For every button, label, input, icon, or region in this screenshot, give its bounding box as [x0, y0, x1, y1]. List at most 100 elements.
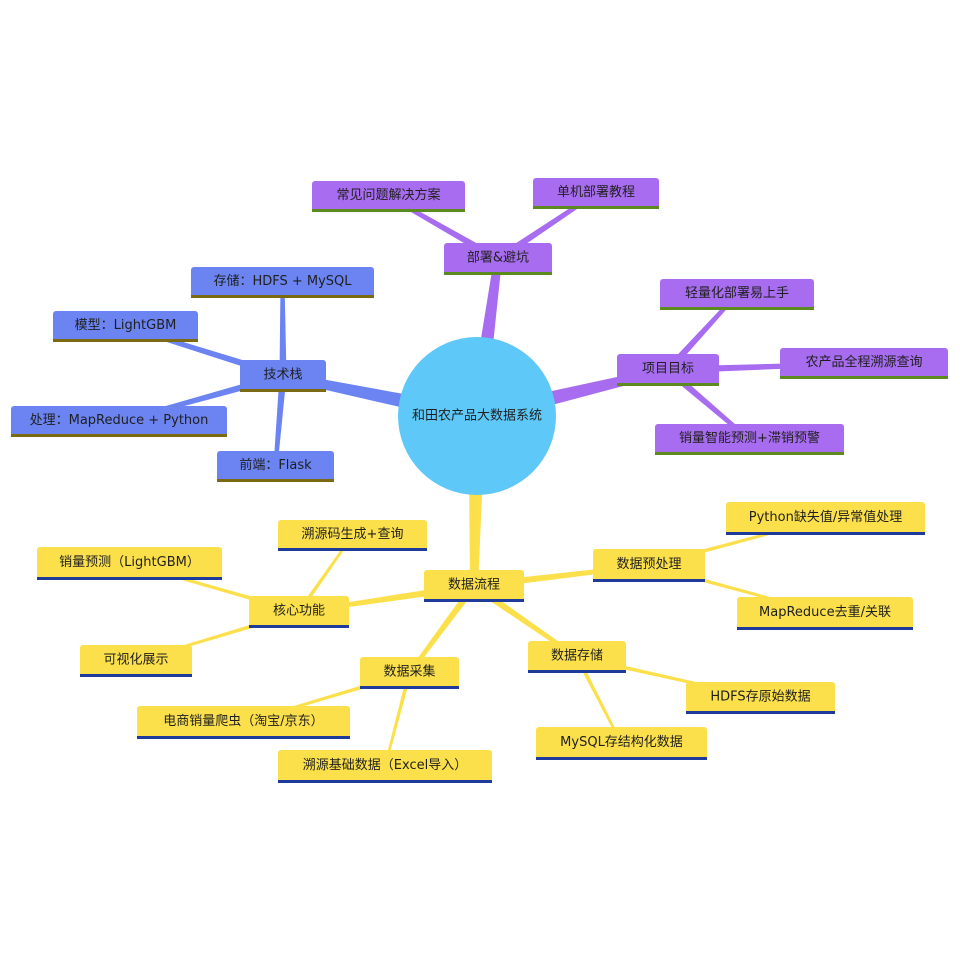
- branch-node-deploy-label: 部署&避坑: [467, 251, 529, 266]
- topic-node-goal-2[interactable]: 销量智能预测+滞销预警: [655, 424, 844, 455]
- root-node[interactable]: 和田农产品大数据系统: [398, 337, 556, 495]
- subtopic-node-flow-0-0-box: [278, 520, 427, 551]
- subtopic-node-flow-2-0[interactable]: HDFS存原始数据: [686, 682, 835, 714]
- subtopic-node-flow-1-1-underline: [278, 780, 492, 783]
- subtopic-node-flow-1-0[interactable]: 电商销量爬虫（淘宝/京东）: [137, 706, 350, 739]
- topic-node-deploy-0-underline: [312, 209, 465, 212]
- subtopic-node-flow-3-1-box: [737, 597, 913, 630]
- topic-node-tech-3[interactable]: 前端：Flask: [217, 451, 334, 482]
- subtopic-node-flow-3-1[interactable]: MapReduce去重/关联: [737, 597, 913, 630]
- branch-node-flow-underline: [424, 599, 524, 602]
- topic-node-goal-2-underline: [655, 452, 844, 455]
- topic-node-flow-2-box: [528, 641, 626, 673]
- subtopic-node-flow-1-0-underline: [137, 736, 350, 739]
- branch-node-deploy-underline: [444, 272, 552, 275]
- topic-node-flow-1[interactable]: 数据采集: [360, 657, 459, 689]
- connector-flow-1: [407, 583, 477, 675]
- connector-flow-0-0: [297, 534, 354, 614]
- subtopic-node-flow-0-2[interactable]: 可视化展示: [80, 645, 192, 677]
- root-node-circle: [398, 337, 556, 495]
- subtopic-node-flow-1-0-box: [137, 706, 350, 739]
- connector-tech-3: [273, 375, 287, 467]
- topic-node-tech-2[interactable]: 处理：MapReduce + Python: [11, 406, 227, 437]
- branch-node-goal-underline: [617, 383, 719, 386]
- topic-node-flow-2-label: 数据存储: [551, 649, 603, 664]
- topic-node-goal-0-box: [660, 279, 814, 310]
- topic-node-deploy-1[interactable]: 单机部署教程: [533, 178, 659, 209]
- subtopic-node-flow-2-1-box: [536, 727, 707, 760]
- subtopic-node-flow-0-0-label: 溯源码生成+查询: [302, 526, 404, 542]
- topic-node-flow-0[interactable]: 核心功能: [249, 596, 349, 628]
- subtopic-node-flow-3-1-underline: [737, 627, 913, 630]
- topic-node-goal-0-label: 轻量化部署易上手: [685, 286, 789, 301]
- subtopic-node-flow-0-2-underline: [80, 674, 192, 677]
- topic-node-flow-2-underline: [528, 670, 626, 673]
- subtopic-node-flow-0-2-label: 可视化展示: [103, 653, 168, 668]
- topic-node-tech-2-box: [11, 406, 227, 437]
- branch-node-flow[interactable]: 数据流程: [424, 570, 524, 602]
- subtopic-node-flow-2-1-label: MySQL存结构化数据: [560, 735, 683, 750]
- subtopic-node-flow-0-0-underline: [278, 548, 427, 551]
- topic-node-flow-1-box: [360, 657, 459, 689]
- subtopic-node-flow-3-1-label: MapReduce去重/关联: [759, 604, 891, 620]
- subtopic-node-flow-3-0-box: [726, 502, 925, 535]
- topic-node-tech-1-box: [53, 311, 198, 342]
- topic-node-flow-2[interactable]: 数据存储: [528, 641, 626, 673]
- connector-goal-0: [665, 293, 739, 373]
- topic-node-flow-0-label: 核心功能: [273, 604, 325, 619]
- connector-flow-1-1: [383, 672, 412, 767]
- topic-node-deploy-0-label: 常见问题解决方案: [336, 187, 440, 203]
- topic-node-deploy-1-box: [533, 178, 659, 209]
- branch-node-deploy[interactable]: 部署&避坑: [444, 243, 552, 275]
- topic-node-flow-3-label: 数据预处理: [616, 557, 681, 572]
- topic-node-tech-3-box: [217, 451, 334, 482]
- topic-node-goal-1[interactable]: 农产品全程溯源查询: [780, 348, 948, 379]
- subtopic-node-flow-1-1[interactable]: 溯源基础数据（Excel导入）: [278, 750, 492, 783]
- topic-node-flow-3[interactable]: 数据预处理: [593, 549, 705, 582]
- subtopic-node-flow-0-1-underline: [37, 577, 222, 580]
- topic-node-goal-1-box: [780, 348, 948, 379]
- subtopic-node-flow-2-0-underline: [686, 711, 835, 714]
- branch-node-goal[interactable]: 项目目标: [617, 354, 719, 386]
- subtopic-node-flow-0-2-box: [80, 645, 192, 677]
- branch-node-flow-box: [424, 570, 524, 602]
- subtopic-node-flow-1-1-label: 溯源基础数据（Excel导入）: [303, 757, 467, 773]
- subtopic-node-flow-2-1[interactable]: MySQL存结构化数据: [536, 727, 707, 760]
- topic-node-deploy-0[interactable]: 常见问题解决方案: [312, 181, 465, 212]
- branch-node-tech[interactable]: 技术栈: [240, 360, 326, 392]
- subtopic-node-flow-3-0[interactable]: Python缺失值/异常值处理: [726, 502, 925, 535]
- subtopic-node-flow-2-1-underline: [536, 757, 707, 760]
- topic-node-tech-1[interactable]: 模型：LightGBM: [53, 311, 198, 342]
- topic-node-flow-3-underline: [593, 579, 705, 582]
- branch-node-tech-label: 技术栈: [263, 368, 302, 383]
- topic-node-flow-1-label: 数据采集: [383, 664, 435, 680]
- branch-node-deploy-box: [444, 243, 552, 275]
- topic-node-goal-0[interactable]: 轻量化部署易上手: [660, 279, 814, 310]
- topic-node-flow-1-underline: [360, 686, 459, 689]
- topic-node-goal-1-label: 农产品全程溯源查询: [805, 354, 922, 370]
- subtopic-node-flow-0-1[interactable]: 销量预测（LightGBM）: [37, 547, 222, 580]
- topic-node-tech-3-underline: [217, 479, 334, 482]
- subtopic-node-flow-3-0-label: Python缺失值/异常值处理: [749, 509, 902, 525]
- root-node-label: 和田农产品大数据系统: [412, 409, 542, 424]
- branch-node-tech-underline: [240, 389, 326, 392]
- topic-node-deploy-1-underline: [533, 206, 659, 209]
- subtopic-node-flow-2-0-box: [686, 682, 835, 714]
- subtopic-node-flow-0-1-box: [37, 547, 222, 580]
- topic-node-tech-0[interactable]: 存储：HDFS + MySQL: [191, 267, 374, 298]
- topic-node-tech-2-underline: [11, 434, 227, 437]
- topic-node-deploy-1-label: 单机部署教程: [557, 184, 635, 200]
- topic-node-tech-0-label: 存储：HDFS + MySQL: [213, 274, 352, 289]
- topic-node-tech-1-label: 模型：LightGBM: [75, 318, 177, 333]
- connector-tech-0: [279, 282, 287, 376]
- topic-node-tech-3-label: 前端：Flask: [239, 457, 312, 473]
- subtopic-node-flow-0-0[interactable]: 溯源码生成+查询: [278, 520, 427, 551]
- topic-node-tech-0-underline: [191, 295, 374, 298]
- subtopic-node-flow-2-0-label: HDFS存原始数据: [710, 690, 810, 705]
- topic-node-goal-2-label: 销量智能预测+滞销预警: [679, 430, 820, 446]
- connector-flow-2-1: [575, 656, 623, 745]
- topic-node-tech-2-label: 处理：MapReduce + Python: [30, 413, 209, 428]
